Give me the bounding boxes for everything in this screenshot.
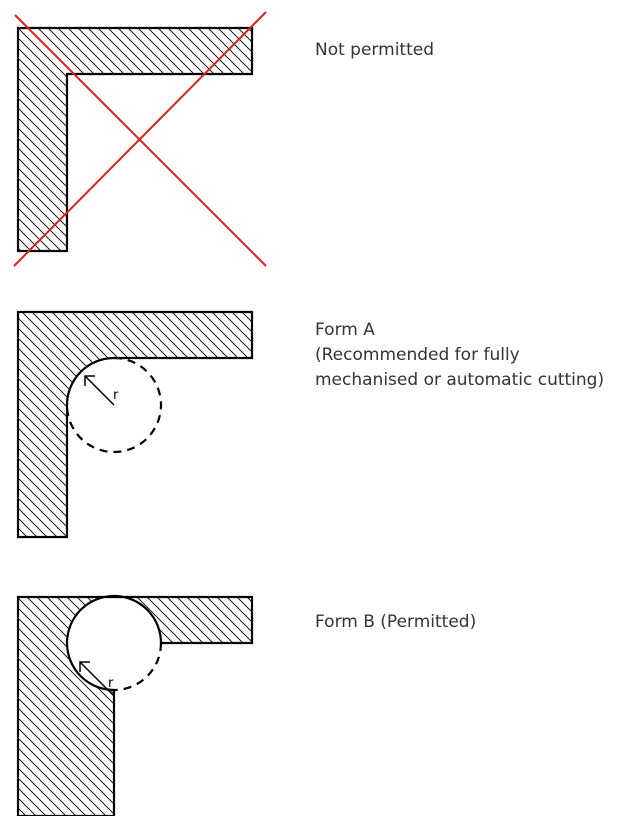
- not-permitted-caption: Not permitted: [315, 38, 434, 63]
- form-a-radius-arrowhead: [84, 375, 95, 386]
- caption-line: Form A: [315, 320, 375, 340]
- form-b-radius-arrowhead: [79, 661, 90, 672]
- form-a-section: [16, 310, 254, 539]
- red-cross-line-2: [13, 11, 267, 267]
- form-a-caption: Form A (Recommended for fully mechanised…: [315, 318, 604, 393]
- form-b-radius-label: r: [108, 676, 114, 691]
- form-b-figure: r: [16, 594, 254, 816]
- form-b-dashed-arc: [113, 642, 163, 692]
- form-a-radius-line: [84, 375, 115, 406]
- form-b-caption: Form B (Permitted): [315, 610, 476, 635]
- form-a-radius-label: r: [113, 388, 119, 403]
- caption-line: Not permitted: [315, 40, 434, 60]
- form-a-figure: r: [16, 310, 254, 539]
- caption-line: (Recommended for fully: [315, 345, 520, 365]
- form-a-dashed-circle: [65, 356, 163, 454]
- form-b-radius-line: [79, 661, 115, 697]
- caption-line: Form B (Permitted): [315, 612, 477, 632]
- not-permitted-figure: [13, 11, 267, 267]
- red-cross-line-1: [14, 14, 267, 267]
- caption-line: mechanised or automatic cutting): [315, 370, 605, 390]
- form-b-section: [16, 594, 254, 816]
